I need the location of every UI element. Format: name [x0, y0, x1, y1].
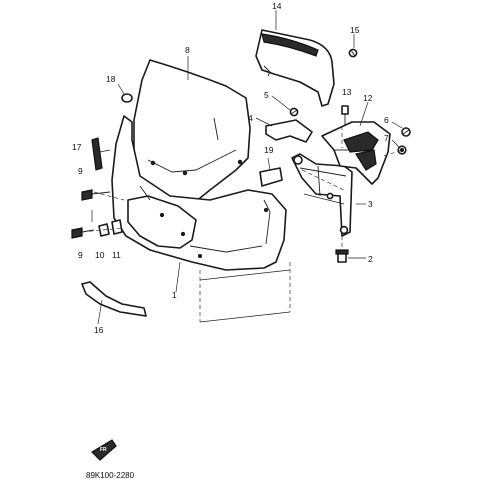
callout-7: 7 — [384, 133, 389, 143]
callout-8: 8 — [185, 45, 190, 55]
meter-cover-part-14 — [255, 29, 335, 107]
trim-part-17 — [91, 137, 111, 171]
bracket-part-4 — [265, 119, 313, 143]
callout-16: 16 — [94, 325, 104, 335]
callout-15: 15 — [350, 25, 360, 35]
callout-19: 19 — [264, 145, 274, 155]
callout-10: 10 — [95, 250, 105, 260]
bracket-part-12 — [321, 121, 391, 185]
callout-1: 1 — [172, 290, 177, 300]
emblem-part-19 — [259, 167, 283, 187]
grommet-part-11 — [111, 219, 123, 235]
stay-part-3 — [291, 153, 353, 237]
bolt-part-9-lower — [71, 227, 95, 239]
bolt-part-2 — [335, 249, 349, 263]
leader-lines — [97, 10, 403, 325]
washer-part-7 — [397, 145, 407, 155]
bolt-part-13 — [341, 105, 349, 126]
callout-9a: 9 — [78, 166, 83, 176]
cowling-part-1 — [111, 115, 287, 271]
callout-14: 14 — [272, 1, 282, 11]
front-direction-badge: FR — [91, 439, 117, 461]
bolt-part-6 — [401, 127, 411, 137]
callouts: 1 2 3 4 5 6 7 8 9 9 10 11 12 13 14 15 16… — [72, 1, 389, 335]
callout-12: 12 — [363, 93, 373, 103]
callout-11: 11 — [112, 250, 121, 260]
callout-5: 5 — [264, 90, 269, 100]
trim-part-16 — [81, 281, 147, 317]
fr-badge-label: FR — [100, 447, 107, 453]
callout-2: 2 — [368, 254, 373, 264]
screw-part-15 — [348, 48, 358, 58]
bolt-part-9-upper — [81, 189, 111, 201]
bolt-part-5 — [289, 107, 299, 117]
callout-6: 6 — [384, 115, 389, 125]
callout-13: 13 — [342, 87, 352, 97]
callout-17: 17 — [72, 142, 82, 152]
callout-3: 3 — [368, 199, 373, 209]
callout-18: 18 — [106, 74, 116, 84]
grommet-part-18 — [121, 93, 133, 103]
figure-code: 89K100-2280 — [86, 471, 135, 480]
callout-9b: 9 — [78, 250, 83, 260]
assembly-lines — [81, 126, 403, 323]
callout-4: 4 — [248, 113, 253, 123]
